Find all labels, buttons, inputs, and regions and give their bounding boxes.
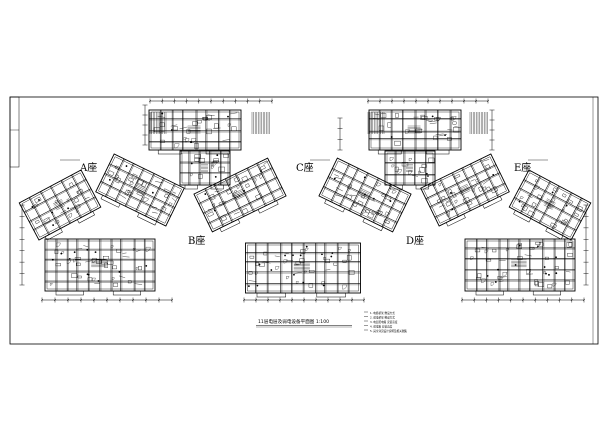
legend-note-4: 4. 弱电箱 安装高度 [370,325,393,329]
plan-core-b [179,150,231,190]
block-label-b: B座 [188,234,205,247]
dimension-run-c [242,297,366,303]
legend-note-3: 3. 电层配电箱 安装高度 [370,320,398,324]
block-label-e: E座 [514,161,531,174]
plan-wing-e-right [508,169,592,241]
hatch-pad-4 [469,112,488,134]
dimension-run-left [19,204,25,286]
title-strip [9,96,20,168]
plan-wing-c-right [318,157,412,233]
plan-block-a-base [44,238,156,296]
legend-note-2: 2. 弱电桥架 敷设方式 [370,316,395,320]
block-label-a: A座 [79,161,97,174]
plan-core-d [384,150,436,190]
dimension-run-top-b [148,98,274,104]
dimension-run-top-d [366,98,490,104]
hatch-pad-3 [367,112,385,134]
plan-title: 11层电层及弱电设备平面图 1:100 [258,318,329,325]
block-label-c: C座 [296,161,314,174]
block-label-d: D座 [406,234,424,247]
dimension-run-top-left [142,104,148,146]
dimension-run-mid-right [489,109,495,151]
legend-notes: 1. 电缆桥架 敷设方式 2. 弱电桥架 敷设方式 3. 电层配电箱 安装高度 … [370,311,407,333]
plan-wing-e-left [420,153,510,227]
border-frame [9,96,599,345]
dimension-run-a [40,297,174,303]
plan-block-e-base [464,238,576,296]
plan-block-c-base [245,242,361,298]
dimension-run-e [460,297,586,303]
plan-block-b-top [148,109,242,155]
legend-note-1: 1. 电缆桥架 敷设方式 [370,311,395,315]
plan-wing-c-left [193,157,287,233]
plan-wing-a-right [95,153,185,227]
hatch-pad-1 [149,112,167,134]
dimension-run-mid-left [337,117,343,151]
hatch-pad-2 [251,112,270,134]
plan-wing-a-left [18,169,102,241]
floor-plan-linework [18,98,592,331]
dimension-run-right [583,204,589,286]
legend-note-5: 5. 其余详见设计说明及相关图集 [370,329,407,333]
